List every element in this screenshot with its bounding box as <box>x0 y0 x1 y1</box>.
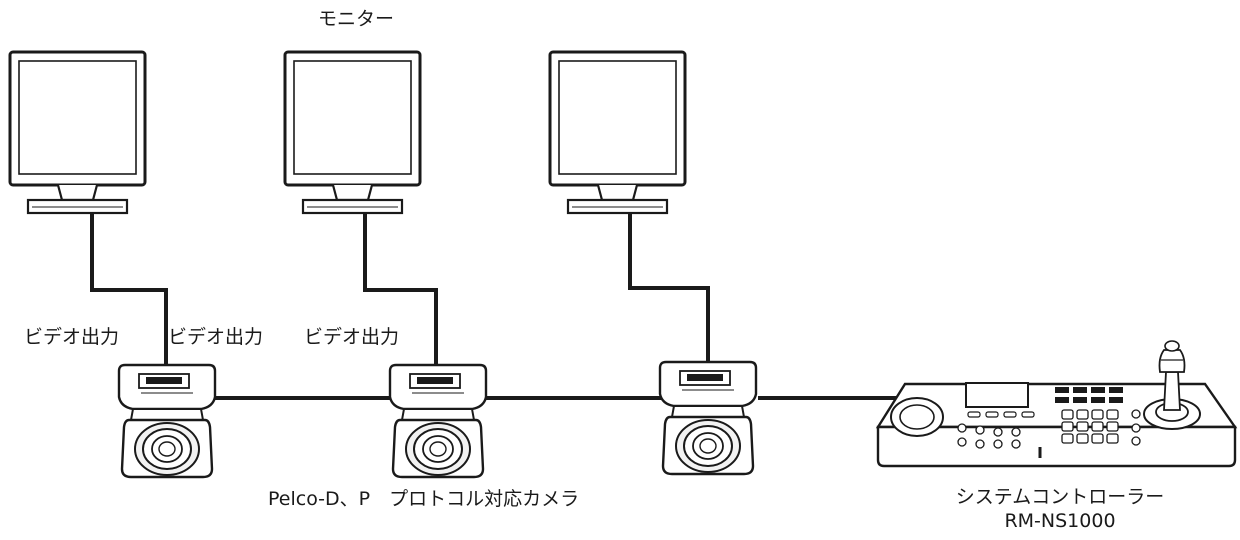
monitor-icon <box>283 50 422 215</box>
ptz-camera-icon <box>117 363 217 479</box>
ptz-camera-icon <box>658 360 758 476</box>
monitor-label: モニター <box>318 8 395 30</box>
ptz-camera-icon <box>388 363 488 479</box>
camera-caption: Pelco-D、P プロトコル対応カメラ <box>268 488 580 510</box>
monitor-icon <box>8 50 147 215</box>
video-cable-3 <box>628 210 710 364</box>
video-cable-1 <box>90 210 168 367</box>
system-controller-icon <box>875 340 1238 468</box>
controller-model: RM-NS1000 <box>1004 510 1116 532</box>
video-output-label-1: ビデオ出力 <box>24 326 120 348</box>
video-cable-2 <box>363 210 438 367</box>
controller-caption: システムコントローラー <box>955 486 1165 508</box>
video-output-label-2: ビデオ出力 <box>168 326 264 348</box>
video-cable-lines <box>90 210 710 367</box>
monitor-icon <box>548 50 687 215</box>
video-output-label-3: ビデオ出力 <box>304 326 400 348</box>
